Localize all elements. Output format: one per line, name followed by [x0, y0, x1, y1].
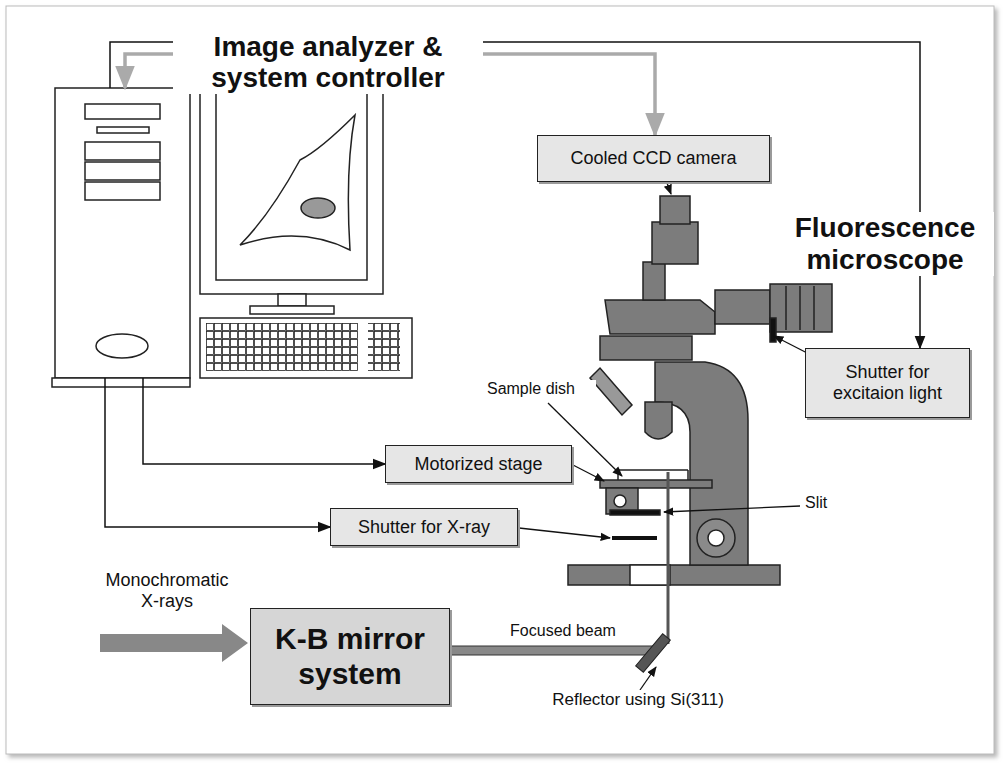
- camera-box: Cooled CCD camera: [537, 135, 770, 182]
- part-label: Sample dish: [466, 380, 596, 398]
- instrument-heading: Fluorescence microscope: [776, 212, 994, 276]
- stage-box: Motorized stage: [385, 445, 572, 483]
- mirror-system-box: K-B mirror system: [250, 608, 450, 705]
- incoming-x-ray-arrow: [100, 624, 248, 662]
- box-label: Shutter for excitaion light: [816, 362, 959, 403]
- box-label: Shutter for X-ray: [358, 517, 490, 538]
- keyboard: [200, 318, 412, 378]
- beam-label: Focused beam: [498, 622, 628, 640]
- connector: [105, 378, 330, 527]
- box-label: K-B mirror system: [261, 622, 439, 691]
- shutter-box: Shutter for X-ray: [330, 508, 518, 546]
- system-controller: Image analyzer & system controller: [55, 88, 190, 378]
- box-label: Cooled CCD camera: [570, 148, 736, 169]
- beam-label: Monochromatic X-rays: [92, 570, 242, 611]
- leader-lines: [519, 183, 813, 690]
- box-label: Motorized stage: [414, 454, 542, 475]
- part-label: Slit: [802, 494, 852, 512]
- heading: Image analyzer & system controller: [173, 32, 483, 94]
- frame: [6, 6, 994, 754]
- computer-tower: [52, 88, 190, 387]
- shutter-box: Shutter for excitaion light: [805, 348, 970, 418]
- part-label: Reflector using Si(311): [548, 690, 728, 710]
- monitor: [200, 72, 383, 314]
- connector: [143, 378, 385, 464]
